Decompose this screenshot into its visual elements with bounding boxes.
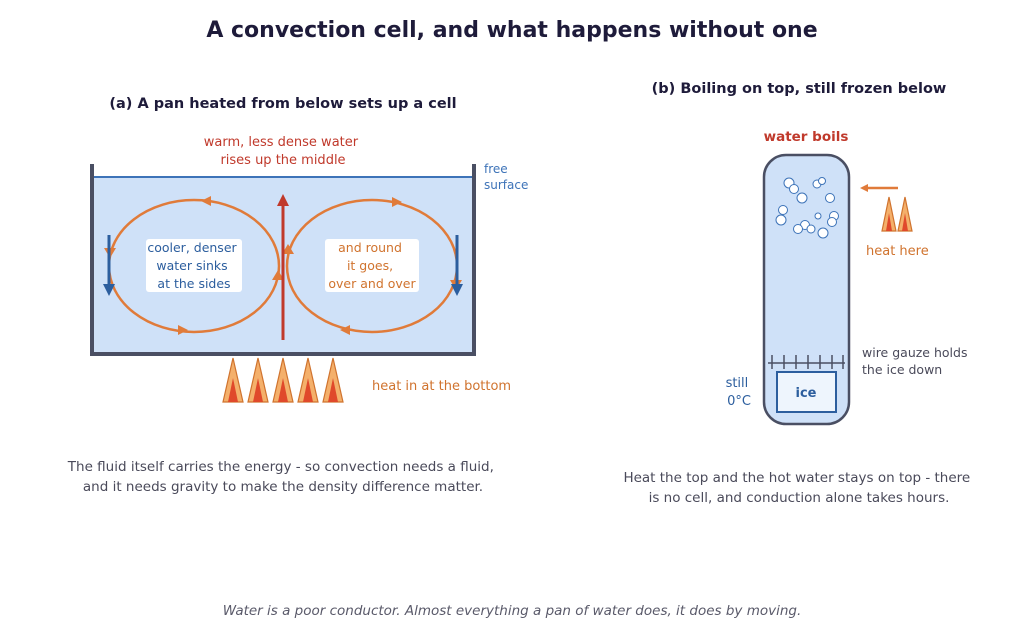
surface-label-line-2: surface bbox=[484, 178, 528, 192]
round-label-box bbox=[325, 239, 419, 292]
cool-label-line-1: cooler, denser bbox=[147, 240, 237, 255]
loop-arrowhead bbox=[340, 325, 350, 335]
water-boils-label: water boils bbox=[764, 129, 849, 145]
round-label-line-1: and round bbox=[338, 240, 402, 255]
cool-label-line-3: at the sides bbox=[157, 276, 230, 291]
panel-b-heading: (b) Boiling on top, still frozen below bbox=[652, 81, 947, 97]
loop-arrowhead bbox=[282, 244, 294, 254]
cool-water-label: cooler, denser water sinks at the sides bbox=[147, 240, 240, 291]
round-label-line-2: it goes, bbox=[347, 258, 393, 273]
bubble bbox=[818, 177, 826, 185]
caption-b-line-2: is no cell, and conduction alone takes h… bbox=[649, 490, 950, 506]
flame-icon bbox=[322, 357, 344, 403]
heat-bottom-label: heat in at the bottom bbox=[372, 379, 511, 394]
flame-icon bbox=[881, 196, 897, 232]
bubble bbox=[796, 192, 808, 204]
bubble bbox=[814, 212, 822, 220]
panel-a-heading: (a) A pan heated from below sets up a ce… bbox=[109, 96, 456, 112]
gauze-label-line-2: the ice down bbox=[862, 362, 942, 377]
warm-label-line-2: rises up the middle bbox=[220, 153, 345, 168]
free-surface-label: free surface bbox=[484, 162, 528, 192]
loop-arrowhead bbox=[392, 197, 402, 207]
caption-b-line-1: Heat the top and the hot water stays on … bbox=[623, 470, 970, 486]
footer-note: Water is a poor conductor. Almost everyt… bbox=[223, 603, 802, 619]
bubble bbox=[817, 227, 829, 239]
bubble bbox=[778, 205, 788, 215]
caption-a-line-1: The fluid itself carries the energy - so… bbox=[67, 459, 494, 475]
boiling-bubbles bbox=[775, 177, 839, 239]
caption-a-line-2: and it needs gravity to make the density… bbox=[83, 479, 483, 495]
wire-gauze bbox=[768, 355, 845, 369]
loop-arrowhead bbox=[201, 196, 211, 206]
ice-block bbox=[776, 371, 837, 413]
gauze-label: wire gauze holds the ice down bbox=[862, 345, 971, 377]
page-title: A convection cell, and what happens with… bbox=[206, 18, 817, 43]
side-flames bbox=[881, 196, 913, 232]
cool-label-box bbox=[146, 239, 242, 292]
still-zero-label: still 0°C bbox=[726, 376, 753, 409]
flame-icon bbox=[297, 357, 319, 403]
panel-b-caption: Heat the top and the hot water stays on … bbox=[623, 470, 974, 506]
bubble bbox=[775, 214, 787, 226]
flame-icon bbox=[247, 357, 269, 403]
heat-here-label: heat here bbox=[866, 244, 929, 259]
warm-water-label: warm, less dense water rises up the midd… bbox=[204, 135, 363, 168]
still-label-line-2: 0°C bbox=[727, 394, 751, 409]
flame-icon bbox=[222, 357, 244, 403]
still-label-line-1: still bbox=[726, 376, 749, 391]
bubble bbox=[806, 224, 816, 234]
loop-arrowhead bbox=[178, 325, 188, 335]
bubble bbox=[789, 184, 799, 194]
pan-walls bbox=[90, 164, 476, 356]
ice-label: ice bbox=[796, 386, 817, 401]
gauze-label-line-1: wire gauze holds bbox=[862, 345, 967, 360]
surface-label-line-1: free bbox=[484, 162, 508, 176]
flame-icon bbox=[897, 196, 913, 232]
bubble bbox=[825, 193, 835, 203]
round-label-line-3: over and over bbox=[328, 276, 416, 291]
flame-icon bbox=[272, 357, 294, 403]
panel-a-caption: The fluid itself carries the energy - so… bbox=[67, 459, 498, 495]
round-flow-label: and round it goes, over and over bbox=[328, 240, 416, 291]
burner-flames bbox=[222, 357, 344, 403]
bubble bbox=[827, 217, 837, 227]
bubble bbox=[793, 224, 803, 234]
cool-label-line-2: water sinks bbox=[156, 258, 227, 273]
loop-arrowhead bbox=[272, 270, 284, 280]
warm-label-line-1: warm, less dense water bbox=[204, 135, 359, 150]
